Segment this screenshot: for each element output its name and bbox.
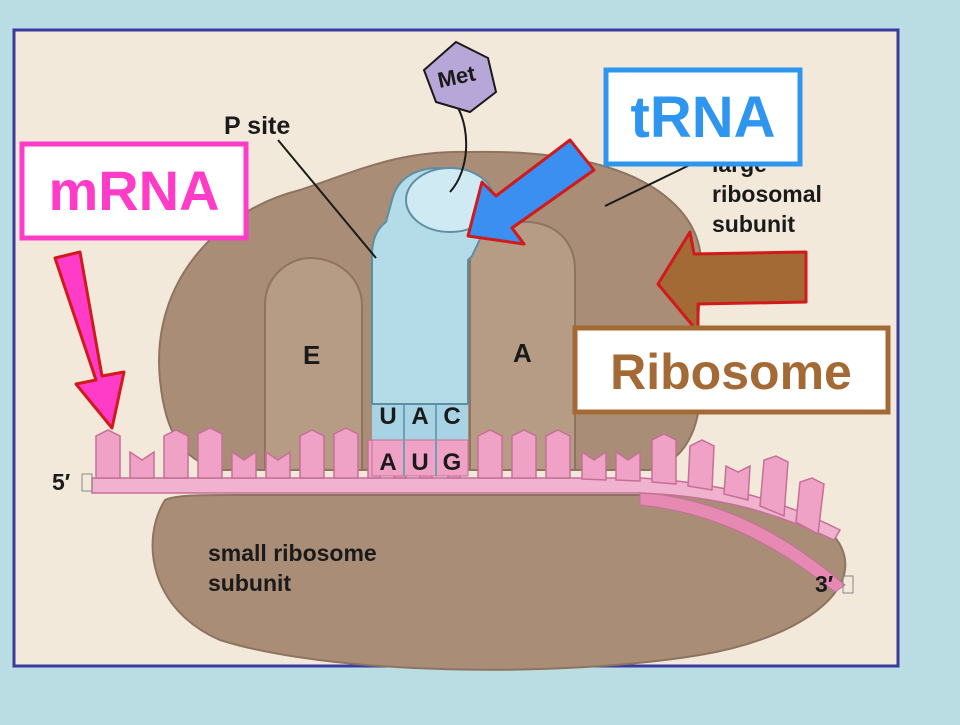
small-subunit-label-line1: small ribosome <box>208 540 377 566</box>
trna-callout-box <box>603 67 803 167</box>
trna-callout-text: tRNA <box>631 85 776 150</box>
anticodon-base-2: A <box>411 403 428 430</box>
e-site-label: E <box>303 340 320 370</box>
trna-arrow <box>466 138 596 246</box>
anticodon-base-1: U <box>379 403 396 430</box>
codon-base-2: U <box>411 449 428 476</box>
mrna-callout-box <box>19 141 249 241</box>
mrna-callout-text: mRNA <box>48 159 219 222</box>
ribosome-callout-text: Ribosome <box>610 344 852 400</box>
p-site-label: P site <box>224 112 290 140</box>
mrna-nucleotides <box>95 427 825 536</box>
small-subunit-label-line2: subunit <box>208 570 291 596</box>
mrna-3prime-tail <box>639 491 846 593</box>
ribosome-arrow <box>656 230 808 334</box>
codon-base-3: G <box>443 449 462 476</box>
ribosome-callout-box <box>572 325 891 415</box>
five-prime-box <box>81 473 93 492</box>
three-prime-label: 3′ <box>815 571 834 597</box>
large-subunit-leader <box>604 159 701 207</box>
codon-pairing <box>371 404 469 477</box>
met-link <box>449 107 468 193</box>
p-site-leader <box>277 139 377 259</box>
met-hexagon <box>422 40 498 114</box>
anticodon-base-3: C <box>443 403 460 430</box>
e-site-slot <box>264 256 363 471</box>
large-subunit-label-line2: ribosomal <box>712 181 822 207</box>
large-subunit-label-line3: subunit <box>712 211 795 237</box>
mrna-arrow <box>53 250 126 430</box>
five-prime-label: 5′ <box>52 469 71 495</box>
codon-base-1: A <box>379 449 396 476</box>
a-site-label: A <box>513 338 532 368</box>
three-prime-box <box>842 575 854 594</box>
